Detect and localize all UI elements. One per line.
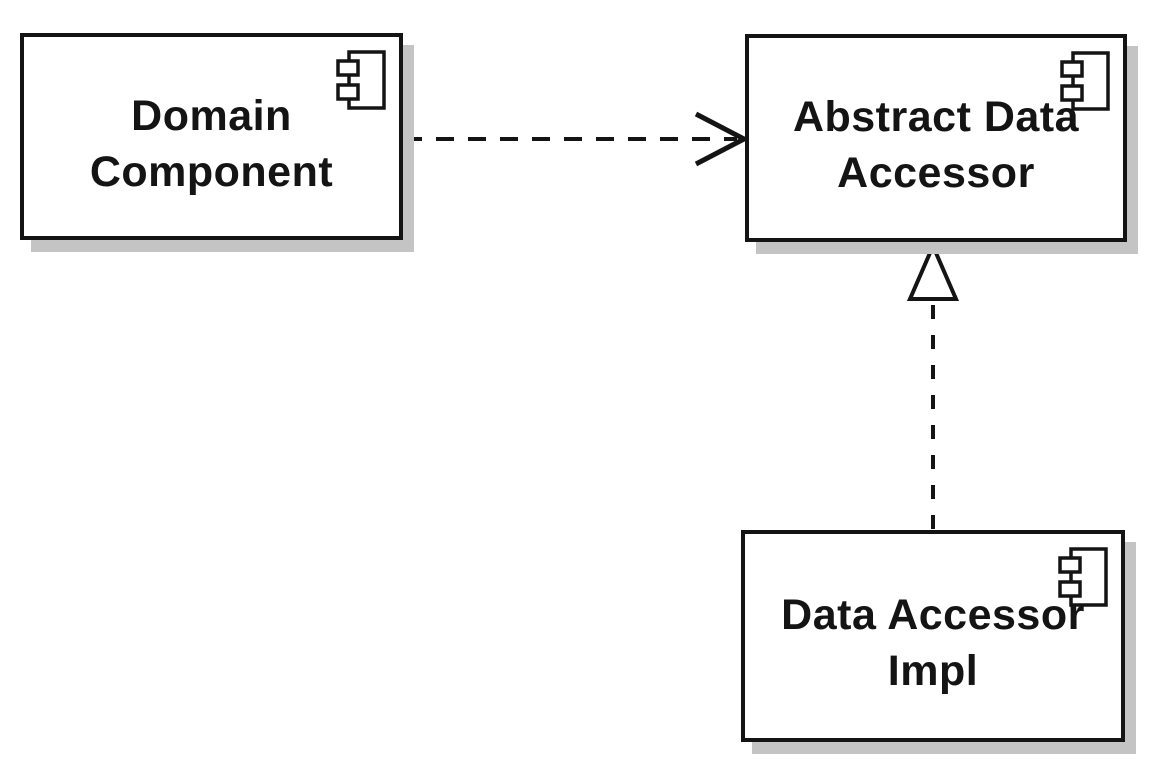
node-label: Abstract Data Accessor <box>793 75 1079 201</box>
node-label-line: Impl <box>887 647 979 695</box>
uml-component-icon <box>336 50 386 110</box>
node-label-line: Data Accessor <box>781 591 1085 639</box>
dependency-edge <box>404 111 750 167</box>
realization-edge <box>906 240 960 529</box>
hollow-triangle-arrowhead-icon <box>906 240 960 301</box>
node-label-line: Abstract Data <box>792 93 1080 141</box>
node-label-line: Domain <box>131 91 292 140</box>
component-node-domain-component: Domain Component <box>20 33 403 240</box>
component-node-abstract-data-accessor: Abstract Data Accessor <box>745 34 1127 242</box>
uml-component-icon <box>1060 51 1110 111</box>
node-label-line: Component <box>89 147 334 196</box>
uml-component-icon <box>1058 547 1108 607</box>
open-arrowhead-icon <box>694 111 750 167</box>
component-node-data-accessor-impl: Data Accessor Impl <box>741 530 1125 742</box>
node-label-line: Accessor <box>837 149 1035 197</box>
node-label: Domain Component <box>90 74 333 200</box>
node-label: Data Accessor Impl <box>781 573 1085 699</box>
